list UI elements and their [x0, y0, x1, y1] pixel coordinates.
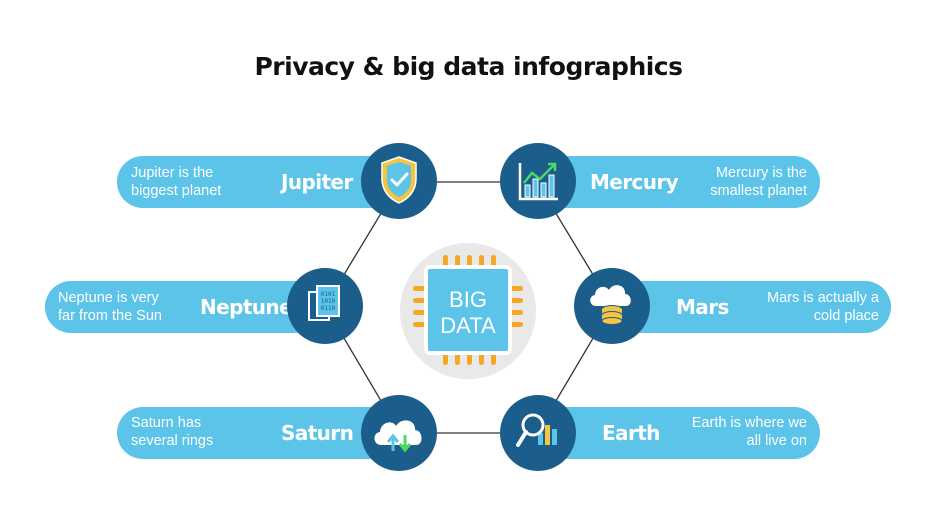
node-neptune[interactable]: 0101 1010 0110: [287, 268, 363, 344]
label-jupiter: Jupiter: [281, 170, 353, 194]
svg-text:1010: 1010: [321, 298, 336, 305]
pill-mars: [612, 281, 891, 333]
label-mars: Mars: [676, 295, 729, 319]
node-earth[interactable]: [500, 395, 576, 471]
cloud-database-icon: [590, 285, 631, 325]
pill-jupiter: [117, 156, 407, 208]
svg-text:0101: 0101: [321, 291, 336, 298]
center-label-line2: DATA: [440, 313, 496, 338]
label-earth: Earth: [602, 421, 660, 445]
growth-chart-icon: [518, 162, 558, 201]
shield-check-icon: [381, 156, 417, 204]
pill-earth: [531, 407, 820, 459]
label-neptune: Neptune: [200, 295, 293, 319]
pill-mercury: [531, 156, 820, 208]
label-saturn: Saturn: [281, 421, 354, 445]
node-mars[interactable]: [574, 268, 650, 344]
big-data-hub: BIG DATA: [400, 243, 536, 379]
pill-neptune: [45, 281, 325, 333]
cloud-sync-icon: [374, 420, 422, 453]
label-mercury: Mercury: [590, 170, 679, 194]
page-title: Privacy & big data infographics: [254, 52, 683, 81]
node-saturn[interactable]: [361, 395, 437, 471]
svg-text:0110: 0110: [321, 305, 336, 312]
center-label-line1: BIG: [449, 287, 487, 312]
microchip-icon: BIG DATA: [413, 255, 523, 365]
magnifier-chart-icon: [516, 413, 557, 447]
pill-saturn: [117, 407, 407, 459]
binary-documents-icon: 0101 1010 0110: [308, 285, 340, 321]
node-jupiter[interactable]: [361, 143, 437, 219]
node-mercury[interactable]: [500, 143, 576, 219]
